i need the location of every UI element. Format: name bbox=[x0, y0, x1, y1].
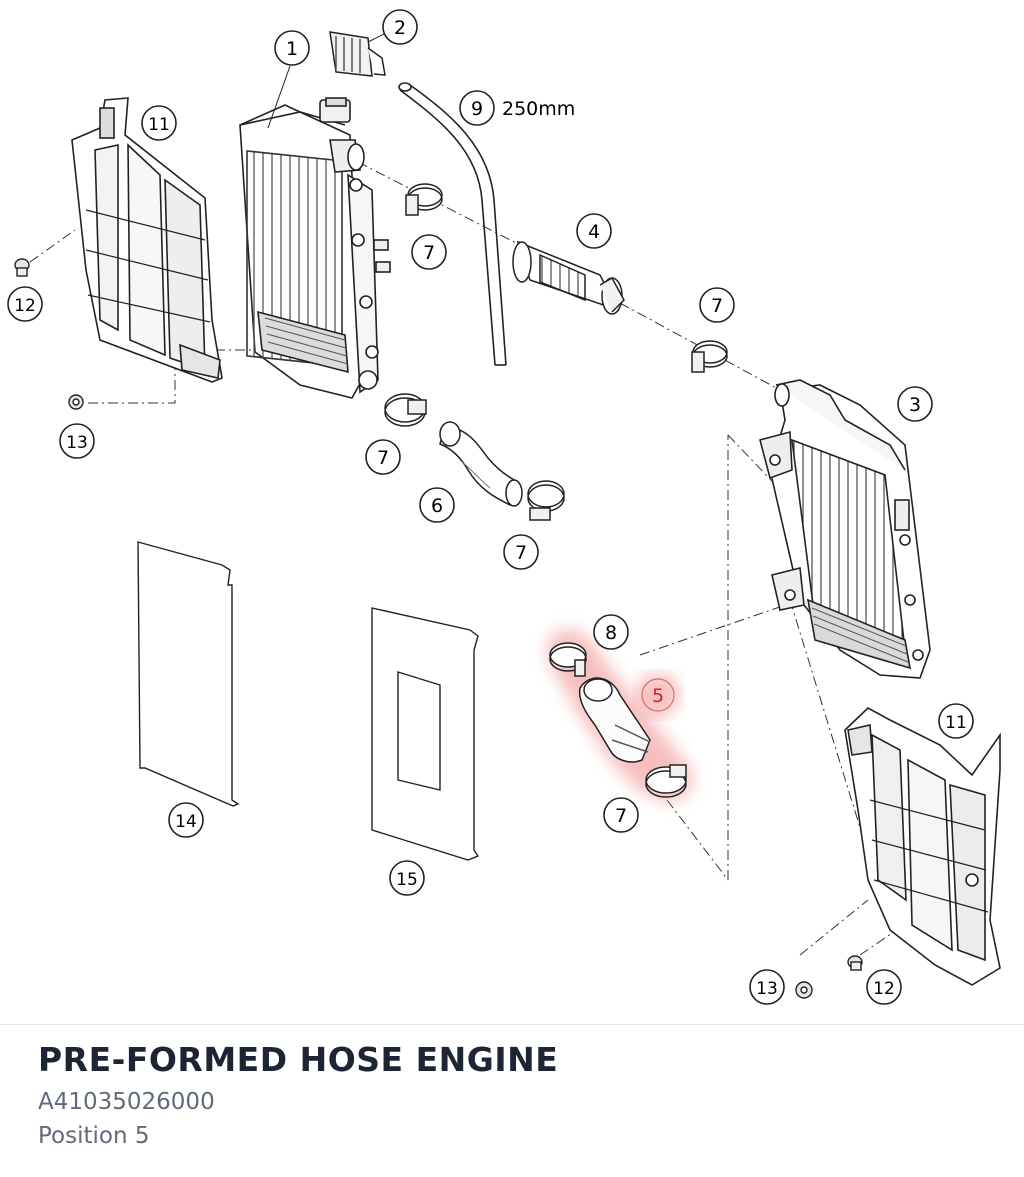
callout-11-right: 11 bbox=[938, 703, 974, 739]
left-radiator bbox=[239, 97, 391, 399]
callouts: 1 2 9 250mm 11 7 4 12 7 3 13 7 6 7 8 5 7… bbox=[7, 9, 974, 1005]
panel-item-15 bbox=[371, 607, 480, 861]
callout-9: 9 bbox=[459, 90, 495, 126]
callout-11-left: 11 bbox=[141, 105, 177, 141]
callout-3: 3 bbox=[897, 386, 933, 422]
bolt-right bbox=[847, 955, 863, 971]
svg-text:13: 13 bbox=[756, 979, 778, 999]
callout-7-right: 7 bbox=[699, 287, 735, 323]
clamp-right bbox=[691, 340, 728, 373]
fasteners bbox=[14, 258, 863, 999]
svg-text:11: 11 bbox=[148, 115, 170, 135]
bolt-left bbox=[14, 258, 30, 277]
svg-text:7: 7 bbox=[711, 295, 723, 317]
left-radiator-shroud bbox=[71, 97, 223, 383]
callout-2: 2 bbox=[382, 9, 418, 45]
callout-1: 1 bbox=[274, 30, 310, 66]
svg-text:3: 3 bbox=[909, 394, 921, 416]
svg-text:4: 4 bbox=[588, 221, 600, 243]
callout-13-right: 13 bbox=[749, 969, 785, 1005]
hose-clamps bbox=[384, 183, 728, 521]
svg-text:9: 9 bbox=[471, 98, 483, 120]
svg-text:7: 7 bbox=[615, 805, 627, 827]
svg-text:5: 5 bbox=[652, 685, 664, 707]
callout-14: 14 bbox=[168, 802, 204, 838]
svg-text:15: 15 bbox=[396, 870, 418, 890]
callout-7-lower-middle: 7 bbox=[503, 534, 539, 570]
callout-7-upper-left: 7 bbox=[411, 234, 447, 270]
svg-text:14: 14 bbox=[175, 812, 197, 832]
svg-text:2: 2 bbox=[394, 17, 406, 39]
svg-text:7: 7 bbox=[515, 542, 527, 564]
part-position: Position 5 bbox=[38, 1123, 150, 1149]
svg-text:13: 13 bbox=[66, 433, 88, 453]
callout-4: 4 bbox=[576, 213, 612, 249]
svg-text:11: 11 bbox=[945, 713, 967, 733]
callout-5-highlighted: 5 bbox=[641, 678, 675, 712]
svg-text:6: 6 bbox=[431, 495, 443, 517]
callout-12-left: 12 bbox=[7, 286, 43, 322]
right-radiator bbox=[759, 379, 931, 679]
elbow-hose bbox=[439, 421, 523, 507]
svg-text:12: 12 bbox=[14, 296, 36, 316]
svg-text:7: 7 bbox=[423, 242, 435, 264]
washer-left bbox=[68, 394, 84, 410]
callout-8: 8 bbox=[593, 614, 629, 650]
callout-13-left: 13 bbox=[59, 423, 95, 459]
hose-length-label: 250mm bbox=[502, 98, 575, 120]
radiator-cap bbox=[329, 31, 386, 77]
svg-text:250mm: 250mm bbox=[502, 98, 575, 120]
part-number: A41035026000 bbox=[38, 1089, 215, 1115]
thermostat-housing bbox=[512, 240, 625, 315]
panel-item-14 bbox=[137, 541, 240, 807]
right-radiator-shroud bbox=[844, 707, 1001, 986]
clamp-highlighted-upper-item-8 bbox=[549, 642, 587, 677]
leader-lines bbox=[267, 33, 385, 129]
svg-text:1: 1 bbox=[286, 38, 298, 60]
clamp-upper-left bbox=[405, 183, 443, 216]
callout-15: 15 bbox=[389, 860, 425, 896]
callout-12-right: 12 bbox=[866, 969, 902, 1005]
part-caption: PRE-FORMED HOSE ENGINE A41035026000 Posi… bbox=[38, 1040, 998, 1155]
clamp-lower-left bbox=[384, 393, 427, 427]
svg-text:12: 12 bbox=[873, 979, 895, 999]
clamp-lower-middle bbox=[527, 480, 565, 521]
svg-text:7: 7 bbox=[377, 447, 389, 469]
caption-divider bbox=[0, 1024, 1024, 1025]
pre-formed-hose bbox=[578, 677, 651, 763]
exploded-parts-diagram: 1 2 9 250mm 11 7 4 12 7 3 13 7 6 7 8 5 7… bbox=[7, 9, 1001, 1005]
callout-7-lower-left: 7 bbox=[365, 439, 401, 475]
svg-text:8: 8 bbox=[605, 622, 617, 644]
part-title: PRE-FORMED HOSE ENGINE bbox=[38, 1040, 559, 1079]
callout-7-lower-right: 7 bbox=[603, 797, 639, 833]
callout-6: 6 bbox=[419, 487, 455, 523]
clamp-highlighted-lower bbox=[645, 764, 687, 798]
overflow-hose bbox=[398, 82, 507, 366]
washer-right bbox=[795, 981, 813, 999]
